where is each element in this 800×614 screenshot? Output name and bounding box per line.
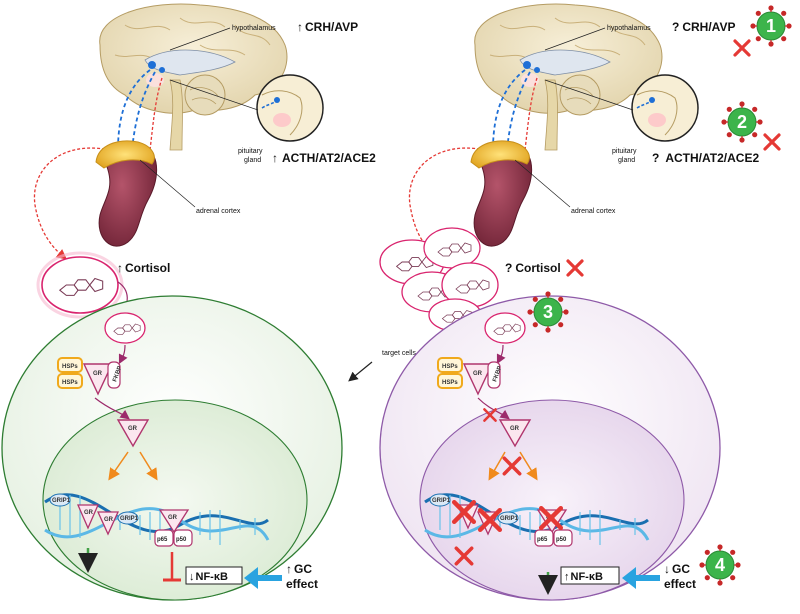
- adrenal-gland-right: [470, 140, 533, 247]
- gc-arrow-left: [244, 567, 282, 589]
- svg-text:p50: p50: [556, 537, 567, 543]
- cortisol-label: ↑Cortisol: [117, 261, 170, 275]
- target-cell-right: [379, 295, 721, 601]
- gr-hsp-complex-right: HSPs HSPs GR FKBP: [437, 357, 504, 396]
- target-arrow-left: [348, 361, 373, 382]
- cortisol-molecule-left: [36, 251, 124, 319]
- virus-badge-2: 2: [720, 100, 764, 144]
- svg-text:GR: GR: [510, 426, 520, 432]
- gr-hsp-complex-left: HSPs HSPs GR FKBP: [57, 357, 124, 396]
- gland-label-right: gland: [618, 157, 635, 164]
- gc-effect-label-left: effect: [286, 577, 318, 591]
- svg-text:GRIP1: GRIP1: [432, 498, 451, 504]
- adrenal-cortex-label: adrenal cortex: [196, 208, 241, 215]
- svg-text:HSPs: HSPs: [442, 364, 458, 370]
- svg-text:FKBP: FKBP: [492, 365, 503, 382]
- pituitary-label-right: pituitary: [612, 148, 637, 155]
- crh-avp-label: ↑CRH/AVP: [297, 20, 358, 34]
- pituitary-inset-left: [256, 74, 324, 142]
- svg-text:3: 3: [543, 302, 553, 322]
- inhibition-bar-left: [163, 552, 181, 582]
- badge-1-x: [733, 39, 751, 57]
- virus-badge-4: 4: [698, 543, 742, 587]
- svg-text:GR: GR: [84, 510, 94, 516]
- svg-text:HSPs: HSPs: [62, 364, 78, 370]
- adrenal-gland-left: [95, 140, 158, 247]
- virus-badge-1: 1: [749, 4, 793, 48]
- virus-badge-3: 3: [526, 290, 570, 334]
- brain-right: [474, 3, 663, 151]
- svg-text:GRIP1: GRIP1: [52, 498, 71, 504]
- svg-text:1: 1: [766, 16, 776, 36]
- gc-label-right: ↓GC: [664, 562, 690, 576]
- nfkb-box-right: [560, 566, 620, 585]
- dna-left: GRIP1 GRIP1 GR GR GR p65 p50: [44, 493, 270, 547]
- svg-text:p50: p50: [176, 537, 187, 543]
- nfkb-label-right: ↑NF-κB: [564, 571, 603, 583]
- right-panel: hypothalamus ?CRH/AVP pituitary gland ?A…: [379, 3, 793, 601]
- svg-text:FKBP: FKBP: [112, 365, 123, 382]
- svg-text:GR: GR: [128, 426, 138, 432]
- pituitary-label: pituitary: [238, 148, 263, 155]
- gc-label-left: ↑GC: [286, 562, 312, 576]
- adrenal-cortex-label-right: adrenal cortex: [571, 208, 616, 215]
- gr-nucleus-left: GR: [116, 419, 150, 448]
- svg-text:GR: GR: [168, 515, 178, 521]
- hypothalamus-label-right: hypothalamus: [607, 25, 651, 32]
- cortisol-entering-right: [484, 312, 526, 344]
- cortisol-block-x: [566, 259, 584, 277]
- svg-text:2: 2: [737, 112, 747, 132]
- svg-text:HSPs: HSPs: [62, 380, 78, 386]
- brain-left: [99, 3, 288, 151]
- svg-text:HSPs: HSPs: [442, 380, 458, 386]
- badge-2-x: [763, 133, 781, 151]
- gland-label: gland: [244, 157, 261, 164]
- svg-text:p65: p65: [537, 537, 548, 543]
- svg-text:p65: p65: [157, 537, 168, 543]
- crh-avp-label-right: ?CRH/AVP: [672, 20, 735, 34]
- svg-text:GR: GR: [93, 371, 103, 377]
- gr-nucleus-right: GR: [498, 419, 532, 448]
- pituitary-inset-right: [631, 74, 699, 142]
- svg-text:GR: GR: [473, 371, 483, 377]
- hypothalamus-label: hypothalamus: [232, 25, 276, 32]
- left-panel: hypothalamus ↑CRH/AVP pituitary gland ↑A…: [1, 3, 376, 601]
- acth-label-right: ?ACTH/AT2/ACE2: [652, 151, 759, 165]
- target-cells-label: target cells: [382, 350, 416, 357]
- nfkb-label-left: ↓NF-κB: [189, 571, 228, 583]
- cortisol-label-right: ?Cortisol: [505, 261, 561, 275]
- svg-text:GR: GR: [104, 517, 114, 523]
- acth-label: ↑ACTH/AT2/ACE2: [272, 151, 376, 165]
- nfkb-box-left: [185, 566, 243, 585]
- svg-text:GRIP1: GRIP1: [500, 516, 519, 522]
- cortisol-entering-left: [104, 312, 146, 344]
- gc-arrow-right: [622, 567, 660, 589]
- gc-effect-label-right: effect: [664, 577, 696, 591]
- svg-text:GRIP1: GRIP1: [120, 516, 139, 522]
- svg-text:4: 4: [715, 555, 725, 575]
- cortisol-molecules-right: [379, 227, 499, 332]
